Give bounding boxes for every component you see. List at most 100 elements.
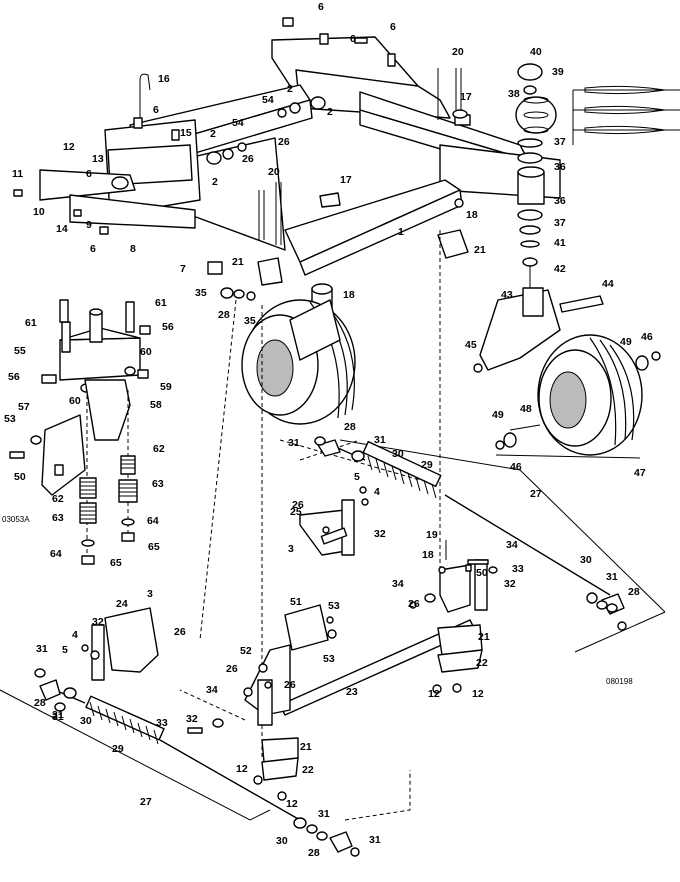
callout-33: 33 xyxy=(512,563,524,575)
callout-12: 12 xyxy=(428,688,440,700)
callout-30: 30 xyxy=(392,448,404,460)
callout-45: 45 xyxy=(465,339,477,351)
callout-26: 26 xyxy=(226,663,238,675)
callout-8: 8 xyxy=(130,243,136,255)
left-caster-wheel xyxy=(241,299,356,425)
callout-29: 29 xyxy=(421,459,433,471)
callout-4: 4 xyxy=(72,629,78,641)
callout-53: 53 xyxy=(328,600,340,612)
caster-stack xyxy=(515,63,680,292)
callout-32: 32 xyxy=(186,713,198,725)
callout-2: 2 xyxy=(212,176,218,188)
callout-64: 64 xyxy=(50,548,62,560)
callout-20: 20 xyxy=(452,46,464,58)
right-caster-wheel xyxy=(473,287,661,459)
callout-52: 52 xyxy=(240,645,252,657)
callout-31: 31 xyxy=(369,834,381,846)
callout-12: 12 xyxy=(63,141,75,153)
callout-31: 31 xyxy=(606,571,618,583)
callout-19: 19 xyxy=(426,529,438,541)
callout-12: 12 xyxy=(236,763,248,775)
callout-28: 28 xyxy=(218,309,230,321)
callout-63: 63 xyxy=(152,478,164,490)
callout-21: 21 xyxy=(478,631,490,643)
callout-40: 40 xyxy=(530,46,542,58)
callout-26: 26 xyxy=(174,626,186,638)
callout-63: 63 xyxy=(52,512,64,524)
callout-28: 28 xyxy=(34,697,46,709)
small-hardware xyxy=(13,17,471,301)
callout-58: 58 xyxy=(150,399,162,411)
callout-9: 9 xyxy=(86,219,92,231)
callout-3: 3 xyxy=(147,588,153,600)
callout-6: 6 xyxy=(390,21,396,33)
callout-21: 21 xyxy=(300,741,312,753)
callout-26: 26 xyxy=(284,679,296,691)
callout-50: 50 xyxy=(14,471,26,483)
callout-14: 14 xyxy=(56,223,68,235)
callout-18: 18 xyxy=(422,549,434,561)
callout-6: 6 xyxy=(153,104,159,116)
callout-28: 28 xyxy=(344,421,356,433)
callout-57: 57 xyxy=(18,401,30,413)
callout-50: 50 xyxy=(476,567,488,579)
callout-65: 65 xyxy=(110,557,122,569)
callout-35: 35 xyxy=(244,315,256,327)
callout-39: 39 xyxy=(552,66,564,78)
callout-48: 48 xyxy=(520,403,532,415)
callout-4: 4 xyxy=(374,486,380,498)
callout-37: 37 xyxy=(554,217,566,229)
callout-17: 17 xyxy=(460,91,472,103)
callout-34: 34 xyxy=(506,539,518,551)
callout-32: 32 xyxy=(374,528,386,540)
callout-30: 30 xyxy=(80,715,92,727)
callout-1: 1 xyxy=(398,226,404,238)
callout-56: 56 xyxy=(8,371,20,383)
callout-47: 47 xyxy=(634,467,646,479)
callout-17: 17 xyxy=(340,174,352,186)
callout-32: 32 xyxy=(92,616,104,628)
callout-3: 3 xyxy=(288,543,294,555)
main-frame xyxy=(39,36,561,344)
callout-41: 41 xyxy=(554,237,566,249)
callout-46: 46 xyxy=(510,461,522,473)
callout-30: 30 xyxy=(580,554,592,566)
callout-43: 43 xyxy=(501,289,513,301)
callout-26: 26 xyxy=(292,499,304,511)
callout-37: 37 xyxy=(554,136,566,148)
callout-26: 26 xyxy=(278,136,290,148)
callout-51: 51 xyxy=(290,596,302,608)
callout-54: 54 xyxy=(262,94,274,106)
callout-65: 65 xyxy=(148,541,160,553)
callout-21: 21 xyxy=(474,244,486,256)
callout-27: 27 xyxy=(530,488,542,500)
callout-34: 34 xyxy=(392,578,404,590)
callout-11: 11 xyxy=(12,168,23,180)
callout-2: 2 xyxy=(210,128,216,140)
callout-36: 36 xyxy=(554,161,566,173)
figure-code-left: 03053A xyxy=(2,515,30,524)
callout-49: 49 xyxy=(620,336,632,348)
callout-10: 10 xyxy=(33,206,45,218)
callout-31: 31 xyxy=(36,643,48,655)
callout-2: 2 xyxy=(327,106,333,118)
callout-31: 31 xyxy=(374,434,386,446)
steering-linkage xyxy=(0,436,666,857)
callout-62: 62 xyxy=(52,493,64,505)
callout-64: 64 xyxy=(147,515,159,527)
callout-34: 34 xyxy=(206,684,218,696)
callout-28: 28 xyxy=(628,586,640,598)
callout-31: 31 xyxy=(318,808,330,820)
figure-codes: 03053A 080198 xyxy=(2,515,633,686)
callout-7: 7 xyxy=(180,263,186,275)
callout-61: 61 xyxy=(25,317,37,329)
callout-26: 26 xyxy=(242,153,254,165)
callout-59: 59 xyxy=(160,381,172,393)
figure-code-main: 080198 xyxy=(606,677,633,686)
callout-24: 24 xyxy=(116,598,128,610)
callout-18: 18 xyxy=(466,209,478,221)
callout-5: 5 xyxy=(354,471,360,483)
callout-18: 18 xyxy=(343,289,355,301)
callout-35: 35 xyxy=(195,287,207,299)
callout-36: 36 xyxy=(554,195,566,207)
